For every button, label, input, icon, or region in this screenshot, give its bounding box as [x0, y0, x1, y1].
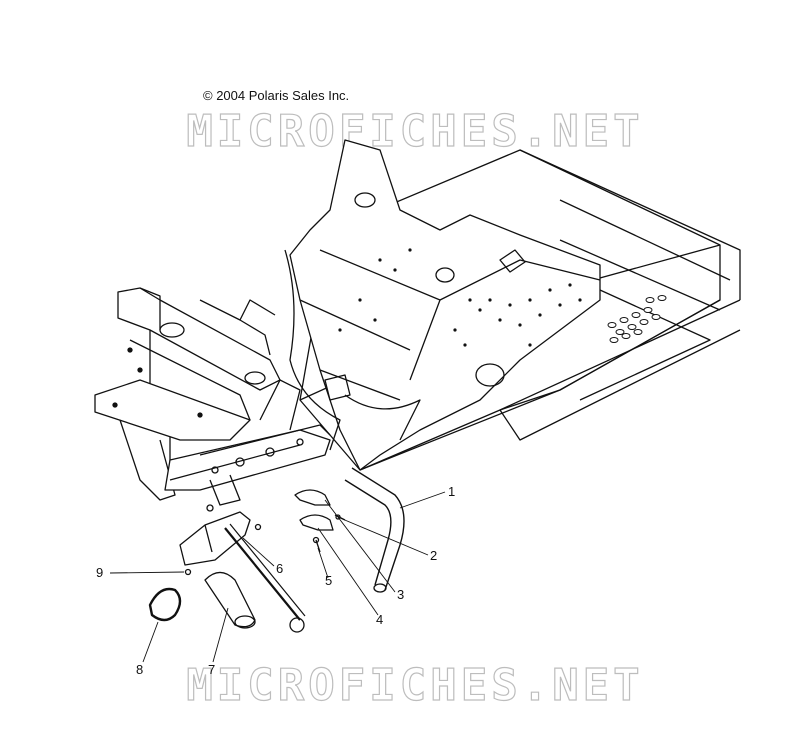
callout-1: 1 [448, 484, 456, 499]
callout-8: 8 [136, 662, 144, 677]
watermark-bottom: MICROFICHES.NET [186, 659, 644, 711]
hole-pattern [338, 248, 582, 347]
part-9-screw [184, 568, 192, 576]
vent-holes [607, 295, 667, 343]
callout-9: 9 [96, 565, 104, 580]
watermark-top: MICROFICHES.NET [186, 105, 644, 157]
copyright-notice: © 2004 Polaris Sales Inc. [203, 88, 350, 103]
part-6-bracket [179, 504, 306, 633]
clamp-parts [294, 489, 346, 531]
callout-7: 7 [208, 662, 216, 677]
part-8-seal [148, 587, 182, 622]
part-5-bolt [312, 536, 321, 553]
callout-6: 6 [276, 561, 284, 576]
callout-2: 2 [430, 548, 438, 563]
part-1-tube [344, 467, 405, 593]
callout-5: 5 [325, 573, 333, 588]
callout-4: 4 [376, 612, 384, 627]
part-7-boot [204, 571, 256, 629]
callout-3: 3 [397, 587, 405, 602]
front-frame [94, 287, 281, 501]
bulkhead-plate [284, 139, 601, 471]
steering-links [164, 379, 331, 506]
leader-lines [109, 491, 446, 663]
